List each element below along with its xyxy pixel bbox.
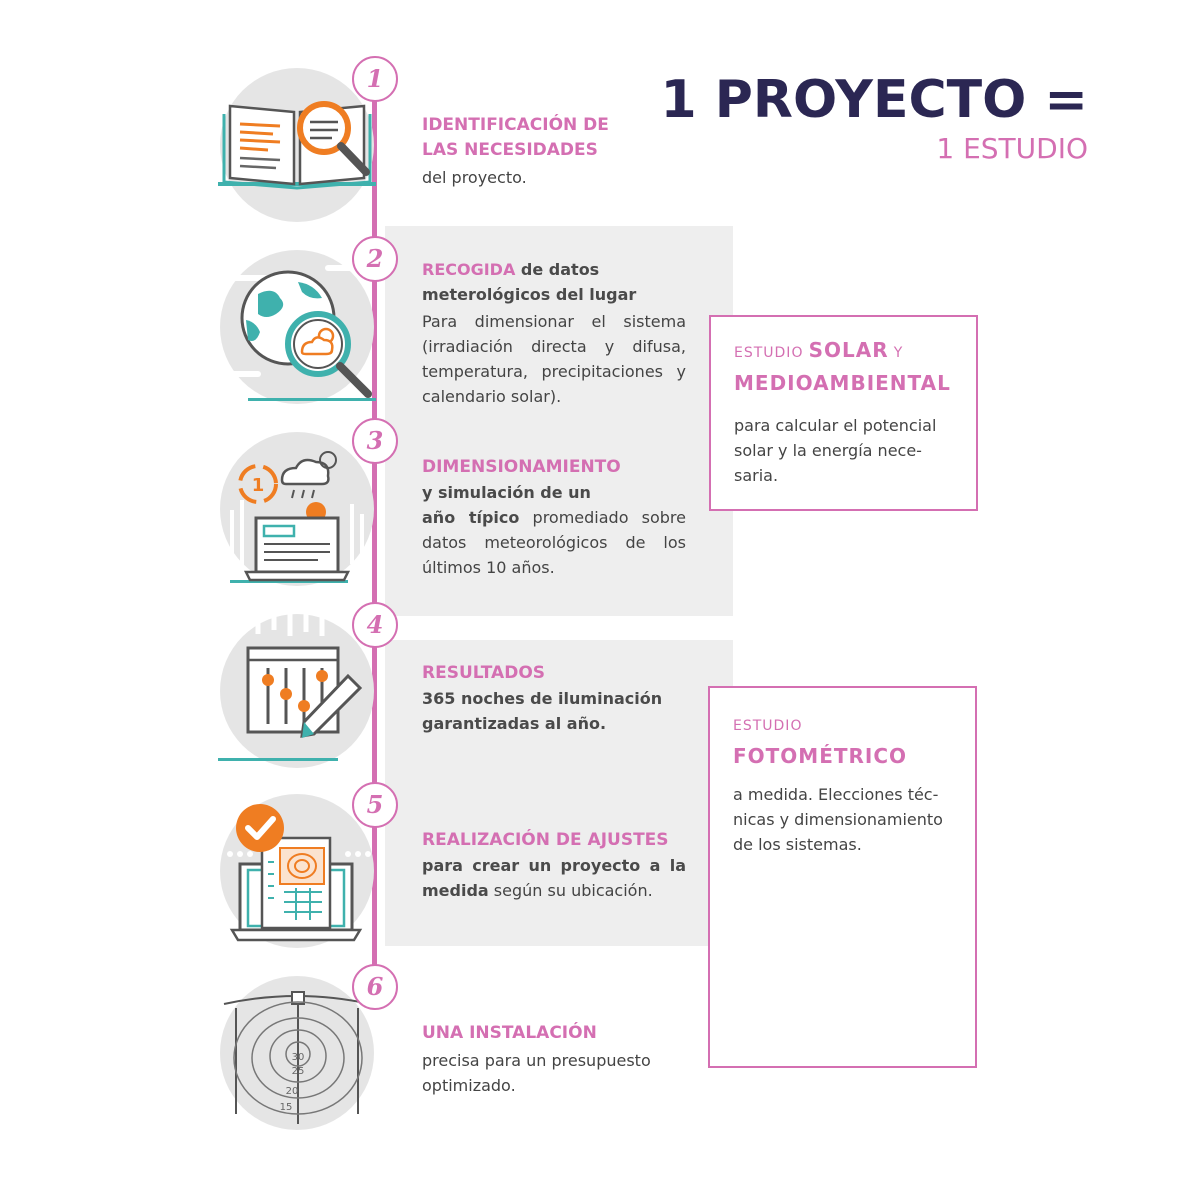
box-solar-small1: ESTUDIO bbox=[734, 345, 804, 361]
step-3-title: DIMENSIONAMIENTO bbox=[422, 457, 621, 477]
step-2-title-rest: de datos bbox=[515, 260, 600, 279]
step-5-badge: 5 bbox=[352, 782, 398, 828]
step-4-strong-line2: garantizadas al año. bbox=[422, 714, 607, 733]
panel-steps-2-3 bbox=[385, 226, 733, 616]
contour-label-20: 20 bbox=[286, 1086, 299, 1097]
box-solar-study: ESTUDIO SOLAR Y MEDIOAMBIENTAL para calc… bbox=[709, 315, 978, 511]
photometric-isolines-icon: 30 25 20 15 bbox=[220, 976, 374, 1130]
box-solar-text: para calcular el potencial solar y la en… bbox=[734, 416, 937, 485]
step-1-content: IDENTIFICACIÓN DE LAS NECESIDADES del pr… bbox=[422, 113, 722, 190]
step-4-icon bbox=[218, 612, 376, 770]
step-3-content: DIMENSIONAMIENTO y simulación de un año … bbox=[422, 455, 686, 580]
globe-weather-magnifier-icon bbox=[215, 250, 379, 404]
open-book-magnifier-icon bbox=[218, 68, 376, 222]
panel-steps-4-5 bbox=[385, 640, 733, 946]
step-6-text: precisa para un presupuesto optimizado. bbox=[422, 1051, 651, 1095]
timeline-line bbox=[372, 96, 377, 976]
step-6-content: UNA INSTALACIÓN precisa para un presupue… bbox=[422, 1021, 686, 1098]
step-1-title-line2: LAS NECESIDADES bbox=[422, 140, 598, 160]
svg-text:1: 1 bbox=[252, 475, 265, 496]
box-solar-heading: ESTUDIO SOLAR Y MEDIOAMBIENTAL bbox=[734, 335, 974, 400]
step-6-icon: 30 25 20 15 bbox=[218, 974, 376, 1132]
box-solar-small2: Y bbox=[893, 345, 904, 361]
step-2-text: Para dimensionar el sistema (irradiación… bbox=[422, 312, 686, 406]
step-6-title: UNA INSTALACIÓN bbox=[422, 1023, 597, 1043]
box-solar-big2: MEDIOAMBIENTAL bbox=[734, 371, 951, 395]
step-5-body: para crear un proyecto a la medida según… bbox=[422, 853, 686, 903]
step-1-text: del proyecto. bbox=[422, 168, 527, 187]
step-2-title-pink: RECOGIDA bbox=[422, 260, 516, 279]
step-1-title-line1: IDENTIFICACIÓN DE bbox=[422, 115, 609, 135]
contour-label-15: 15 bbox=[280, 1102, 293, 1113]
step-3-icon: 1 bbox=[218, 430, 376, 588]
box-photometric-heading: ESTUDIO FOTOMÉTRICO bbox=[733, 710, 973, 773]
laptop-weather-cycle-icon: 1 bbox=[220, 432, 374, 586]
contour-label-30: 30 bbox=[292, 1052, 305, 1063]
box-photometric-study: ESTUDIO FOTOMÉTRICO a medida. Elecciones… bbox=[708, 686, 977, 1068]
step-5-icon bbox=[218, 792, 376, 950]
step-5-text-after: según su ubicación. bbox=[488, 881, 653, 900]
laptop-checkmark-plan-icon bbox=[220, 794, 374, 948]
step-3-text-after: promediado sobre datos meteorológicos de… bbox=[422, 508, 686, 577]
step-2-title-line2: meterológicos del lugar bbox=[422, 285, 637, 304]
step-3-body: año típico promediado sobre datos meteor… bbox=[422, 505, 686, 580]
sliders-pencil-icon bbox=[218, 612, 374, 768]
step-6-badge: 6 bbox=[352, 964, 398, 1010]
step-2-icon bbox=[215, 248, 379, 406]
page-title: 1 PROYECTO = bbox=[660, 70, 1088, 130]
contour-label-25: 25 bbox=[292, 1066, 305, 1077]
step-4-content: RESULTADOS 365 noches de iluminación gar… bbox=[422, 661, 686, 736]
step-4-badge: 4 bbox=[352, 602, 398, 648]
step-5-content: REALIZACIÓN DE AJUSTES para crear un pro… bbox=[422, 828, 686, 903]
step-2-content: RECOGIDA de datos meterológicos del luga… bbox=[422, 257, 686, 409]
box-photometric-big1: FOTOMÉTRICO bbox=[733, 744, 908, 768]
step-3-strong-line1: y simulación de un bbox=[422, 483, 591, 502]
step-3-strong-line2: año típico bbox=[422, 508, 520, 527]
box-solar-big1: SOLAR bbox=[808, 338, 889, 362]
step-1-icon bbox=[218, 66, 376, 224]
step-5-strong: para crear un proyecto a la medida bbox=[422, 856, 686, 900]
step-4-title: RESULTADOS bbox=[422, 663, 546, 683]
box-photometric-text: a medida. Elecciones téc-nicas y dimensi… bbox=[733, 785, 943, 854]
step-2-title: RECOGIDA de datos bbox=[422, 257, 686, 282]
step-1-badge: 1 bbox=[352, 56, 398, 102]
step-3-badge: 3 bbox=[352, 418, 398, 464]
step-4-strong-line1: 365 noches de iluminación bbox=[422, 689, 663, 708]
page-subtitle: 1 ESTUDIO bbox=[936, 132, 1088, 165]
box-photometric-small1: ESTUDIO bbox=[733, 718, 803, 734]
step-2-badge: 2 bbox=[352, 236, 398, 282]
step-5-title: REALIZACIÓN DE AJUSTES bbox=[422, 830, 669, 850]
